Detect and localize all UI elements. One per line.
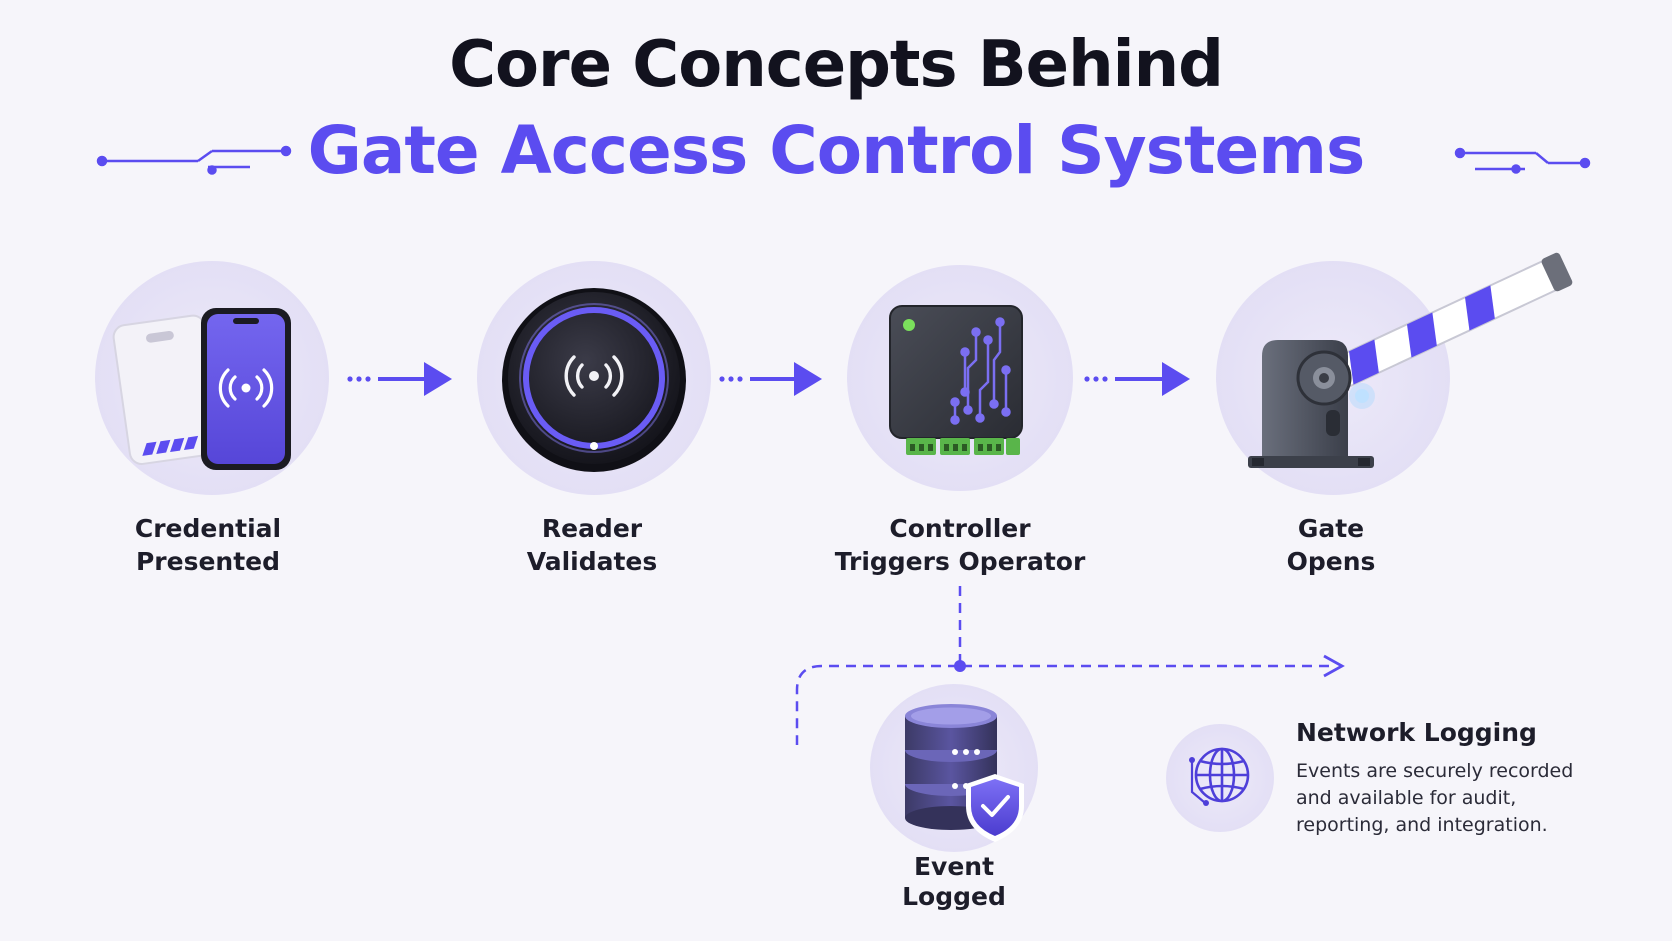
event-logged-label: Event Logged (804, 852, 1104, 912)
step-label-credential: Credential Presented (58, 512, 358, 578)
barrier-gate-icon (1248, 252, 1573, 468)
step-label-line1: Reader (541, 514, 643, 543)
title-line-1: Core Concepts Behind (449, 28, 1224, 102)
step-label-line1: Credential (134, 514, 282, 543)
step-label-reader: Reader Validates (442, 512, 742, 578)
network-logging-description: Events are securely recorded and availab… (1296, 758, 1596, 839)
circuit-decoration-left (96, 145, 292, 175)
arrow-1 (347, 362, 452, 396)
network-logging-desc-line: and available for audit, (1296, 787, 1517, 809)
step-label-controller: Controller Triggers Operator (808, 512, 1112, 578)
step-label-line1: Controller (889, 514, 1031, 543)
circuit-decoration-right (1454, 147, 1591, 174)
phone-and-card-icon (112, 308, 291, 470)
network-logging-desc-line: reporting, and integration. (1296, 814, 1548, 836)
network-logging-title: Network Logging (1296, 718, 1537, 747)
card-reader-icon (502, 288, 686, 472)
controller-board-icon (889, 305, 1023, 455)
arrow-2 (719, 362, 822, 396)
network-logging-desc-line: Events are securely recorded (1296, 760, 1574, 782)
step-label-line2: Validates (526, 547, 658, 576)
step-label-gate: Gate Opens (1181, 512, 1481, 578)
logging-branch-lines (795, 586, 1332, 745)
database-shield-icon (905, 704, 1024, 842)
step-label-line1: Gate (1297, 514, 1365, 543)
globe-icon (1189, 747, 1250, 806)
branch-junction-dot (954, 660, 966, 672)
step-label-line2: Opens (1286, 547, 1376, 576)
event-label-line1: Event (913, 852, 995, 881)
arrow-3 (1084, 362, 1190, 396)
step-label-line2: Triggers Operator (834, 547, 1086, 576)
event-label-line2: Logged (902, 882, 1006, 911)
step-label-line2: Presented (135, 547, 281, 576)
title-line-2: Gate Access Control Systems (307, 112, 1366, 189)
network-logging-circle (1166, 724, 1274, 832)
branch-arrow-head (1323, 654, 1345, 678)
